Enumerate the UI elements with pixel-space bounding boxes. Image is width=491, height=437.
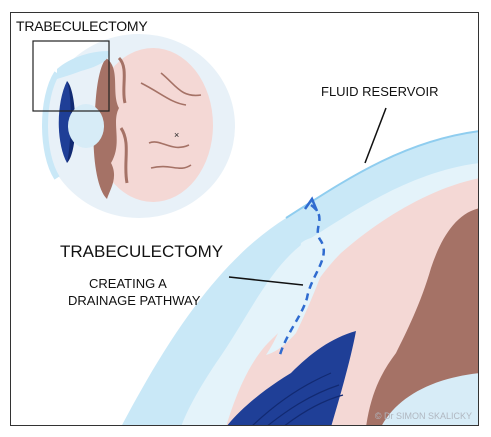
eye-cornea	[42, 71, 60, 180]
trabeculectomy-illustration: ×	[32, 34, 478, 425]
eye-lens	[68, 104, 104, 148]
magnified-section	[122, 130, 478, 425]
iris-folds	[252, 372, 344, 425]
inset-bleb	[57, 51, 110, 79]
subtitle-line2: DRAINAGE PATHWAY	[68, 293, 201, 308]
illustration-frame: × TRABECULECTOMY FLUID RESERVOIR TRA	[10, 12, 479, 426]
scleral-flap-channel	[266, 237, 333, 355]
flow-arrow-head	[303, 196, 319, 212]
eye-iris	[58, 81, 73, 163]
retina-vessels	[140, 72, 202, 169]
fluid-reservoir-leader	[364, 107, 387, 164]
drainage-flow-arrow	[277, 203, 325, 359]
inset-eye: ×	[42, 34, 235, 218]
lens-section	[382, 373, 478, 425]
main-title: TRABECULECTOMY	[60, 242, 224, 261]
inset-title: TRABECULECTOMY	[16, 18, 148, 34]
optic-disc-mark: ×	[174, 130, 179, 140]
fluid-reservoir-label: FLUID RESERVOIR	[321, 84, 439, 99]
choroid-section	[366, 208, 478, 425]
eye-choroid	[93, 58, 119, 199]
drainage-pathway-leader	[228, 276, 304, 286]
copyright-credit: © Dr SIMON SKALICKY	[374, 410, 472, 421]
eye-sclera-edge	[153, 48, 209, 202]
eye-choroid-detail	[117, 56, 129, 184]
subtitle-line1: CREATING A	[89, 276, 167, 291]
inset-zoom-box	[32, 40, 110, 112]
